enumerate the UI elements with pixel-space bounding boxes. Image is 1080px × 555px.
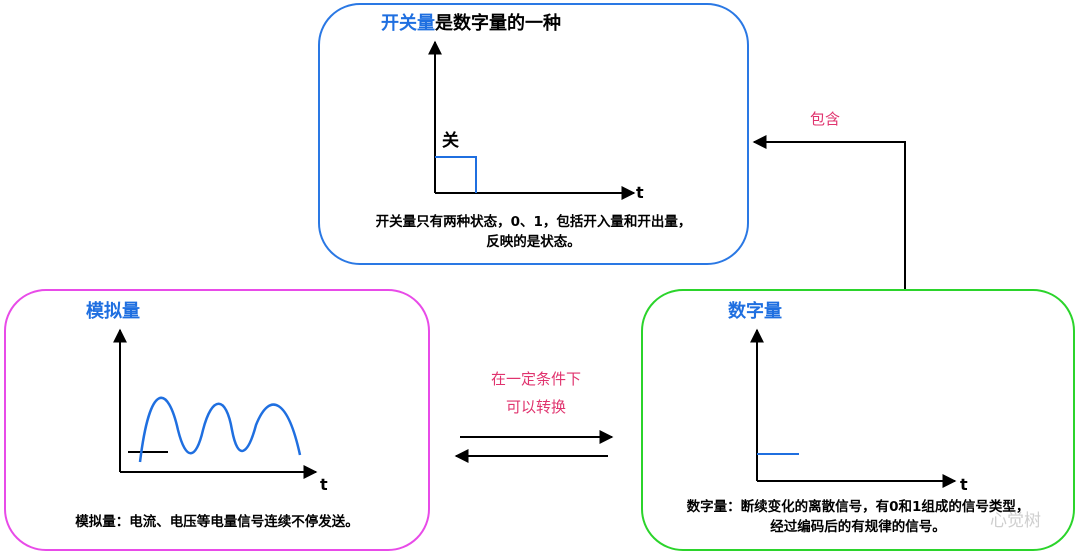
switch-title-rest: 是数字量的一种 [435, 13, 561, 34]
analog-box-title: 模拟量 [86, 301, 140, 322]
convert-label-line2: 可以转换 [505, 398, 566, 416]
convert-label-line1: 在一定条件下 [490, 370, 581, 388]
analog-wave [138, 396, 302, 463]
digital-description: 数字量：断续变化的离散信号，有0和1组成的信号类型， 经过编码后的有规律的信号。 [641, 497, 1075, 537]
switch-desc-line1: 开关量只有两种状态，0、1，包括开入量和开出量， [375, 214, 692, 230]
contains-label: 包含 [809, 110, 840, 128]
watermark: 心觉树 [990, 511, 1041, 531]
digital-axis-t: t [960, 475, 968, 494]
switch-desc-line2: 反映的是状态。 [486, 234, 581, 250]
switch-state-label: 关 [442, 130, 459, 151]
convert-label: 在一定条件下 可以转换 [446, 365, 626, 421]
analog-axis-t: t [320, 475, 328, 494]
contains-arrow [752, 135, 906, 289]
switch-axis-t: t [636, 183, 644, 202]
analog-description: 模拟量：电流、电压等电量信号连续不停发送。 [75, 514, 359, 530]
digital-box-title: 数字量 [728, 301, 782, 322]
switch-title-highlight: 开关量 [381, 13, 435, 34]
switch-signal-line [435, 156, 477, 193]
switch-quantity-box [318, 3, 749, 265]
analog-quantity-box [4, 289, 430, 551]
digital-quantity-box [641, 289, 1075, 551]
switch-description: 开关量只有两种状态，0、1，包括开入量和开出量， 反映的是状态。 [318, 212, 749, 252]
switch-box-title: 开关量是数字量的一种 [381, 9, 561, 35]
digital-desc-line2: 经过编码后的有规律的信号。 [770, 519, 946, 535]
digital-desc-line1: 数字量：断续变化的离散信号，有0和1组成的信号类型， [686, 499, 1030, 515]
